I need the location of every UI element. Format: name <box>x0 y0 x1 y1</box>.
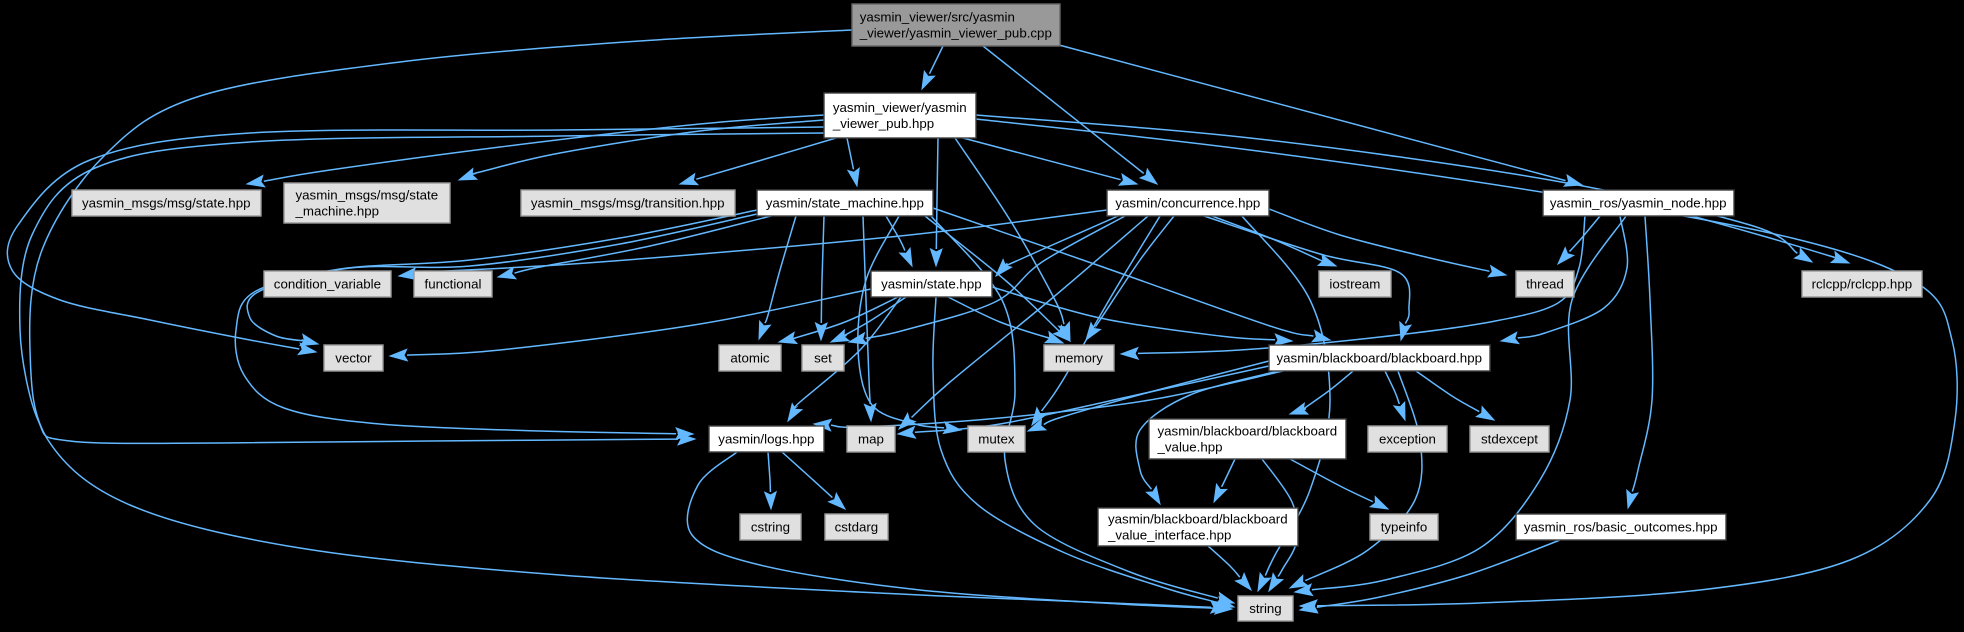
svg-text:mutex: mutex <box>978 432 1015 447</box>
svg-text:yasmin/state_machine.hpp: yasmin/state_machine.hpp <box>766 196 924 211</box>
svg-text:yasmin_ros/yasmin_node.hpp: yasmin_ros/yasmin_node.hpp <box>1550 196 1727 211</box>
svg-text:set: set <box>814 351 832 366</box>
svg-text:string: string <box>1249 601 1282 616</box>
svg-text:functional: functional <box>425 277 482 292</box>
svg-text:_value.hpp: _value.hpp <box>1157 440 1223 455</box>
svg-text:_viewer_pub.hpp: _viewer_pub.hpp <box>832 116 934 131</box>
svg-text:yasmin_ros/basic_outcomes.hpp: yasmin_ros/basic_outcomes.hpp <box>1524 520 1718 535</box>
svg-text:cstdarg: cstdarg <box>835 520 879 535</box>
svg-text:map: map <box>858 432 884 447</box>
svg-text:yasmin_msgs/msg/transition.hpp: yasmin_msgs/msg/transition.hpp <box>531 196 725 211</box>
svg-text:yasmin/blackboard/blackboard: yasmin/blackboard/blackboard <box>1158 424 1338 439</box>
svg-text:yasmin_msgs/msg/state.hpp: yasmin_msgs/msg/state.hpp <box>82 196 251 211</box>
svg-text:condition_variable: condition_variable <box>274 277 381 292</box>
svg-text:yasmin/blackboard/blackboard.h: yasmin/blackboard/blackboard.hpp <box>1277 351 1483 366</box>
svg-text:typeinfo: typeinfo <box>1381 520 1428 535</box>
svg-text:rclcpp/rclcpp.hpp: rclcpp/rclcpp.hpp <box>1812 277 1913 292</box>
svg-text:yasmin_msgs/msg/state: yasmin_msgs/msg/state <box>296 188 439 203</box>
svg-text:thread: thread <box>1526 277 1564 292</box>
svg-text:atomic: atomic <box>730 351 770 366</box>
svg-text:memory: memory <box>1055 351 1103 366</box>
svg-text:yasmin/concurrence.hpp: yasmin/concurrence.hpp <box>1115 196 1260 211</box>
svg-text:vector: vector <box>335 351 372 366</box>
svg-text:yasmin/logs.hpp: yasmin/logs.hpp <box>718 432 814 447</box>
svg-text:_viewer/yasmin_viewer_pub.cpp: _viewer/yasmin_viewer_pub.cpp <box>859 26 1052 41</box>
svg-text:cstring: cstring <box>751 520 790 535</box>
svg-text:yasmin_viewer/yasmin: yasmin_viewer/yasmin <box>833 100 967 115</box>
svg-text:exception: exception <box>1379 432 1436 447</box>
svg-text:yasmin/state.hpp: yasmin/state.hpp <box>881 277 982 292</box>
svg-text:iostream: iostream <box>1329 277 1380 292</box>
svg-text:yasmin/blackboard/blackboard: yasmin/blackboard/blackboard <box>1108 512 1288 527</box>
svg-text:_value_interface.hpp: _value_interface.hpp <box>1107 528 1231 543</box>
svg-text:stdexcept: stdexcept <box>1481 432 1538 447</box>
svg-text:yasmin_viewer/src/yasmin: yasmin_viewer/src/yasmin <box>860 10 1015 25</box>
svg-text:_machine.hpp: _machine.hpp <box>295 204 380 219</box>
